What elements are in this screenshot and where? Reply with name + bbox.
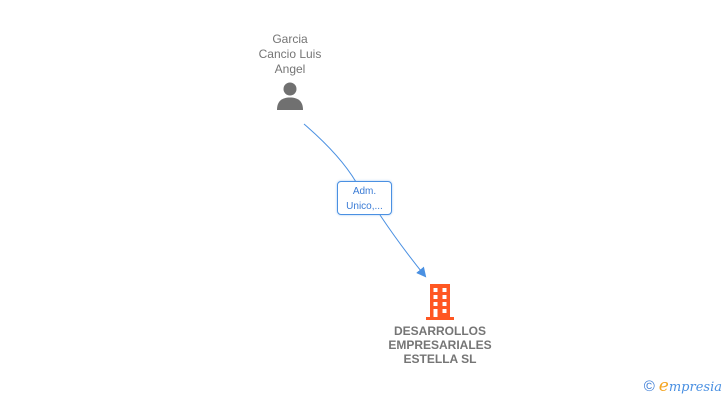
company-name-line-2: EMPRESARIALES — [388, 338, 492, 352]
company-name-line-3: ESTELLA SL — [403, 352, 477, 366]
copyright-icon: © — [643, 377, 655, 395]
person-icon — [277, 82, 303, 110]
edge-line-lower — [379, 214, 427, 278]
empresia-watermark: © empresia — [644, 376, 722, 396]
person-name-line-3: Angel — [274, 62, 306, 76]
company-name-line-1: DESARROLLOS — [393, 324, 486, 338]
person-node[interactable]: Garcia Cancio Luis Angel — [240, 32, 340, 111]
person-name-line-1: Garcia — [272, 32, 308, 46]
edge-role-label[interactable]: Adm. Unico,... — [337, 181, 392, 215]
role-label-line-1: Adm. — [352, 186, 377, 197]
company-node[interactable]: DESARROLLOS EMPRESARIALES ESTELLA SL — [380, 284, 500, 366]
brand-logo: empresia — [658, 376, 722, 396]
role-label-line-2: Unico,... — [346, 201, 383, 212]
building-icon — [426, 284, 454, 320]
edge-line-upper — [303, 123, 357, 183]
person-name-line-2: Cancio Luis — [258, 47, 322, 61]
